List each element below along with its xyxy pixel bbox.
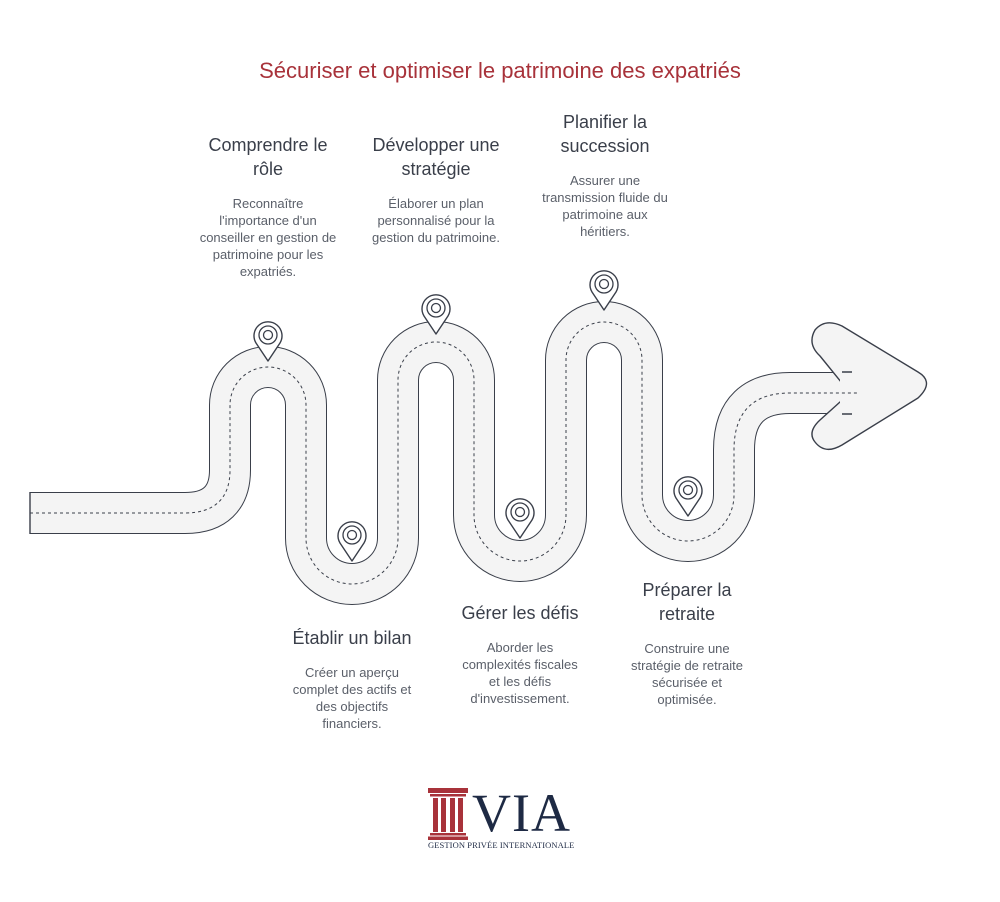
location-pin-icon	[253, 321, 283, 362]
road-center-dash	[30, 321, 858, 585]
page-title: Sécuriser et optimiser le patrimoine des…	[259, 58, 741, 83]
step-title: Comprendre le rôle	[208, 135, 328, 179]
step-title: Développer une stratégie	[372, 135, 500, 179]
location-pin-icon	[337, 521, 367, 562]
location-pin-icon	[673, 476, 703, 517]
step-description: Créer un aperçu complet des actifs et de…	[292, 665, 412, 731]
step-description: Aborder les complexités fiscales et les …	[462, 640, 578, 706]
logo-wordmark: VIA	[472, 783, 571, 843]
via-logo: VIA GESTION PRIVÉE INTERNATIONALE	[428, 786, 578, 856]
logo-tagline: GESTION PRIVÉE INTERNATIONALE	[428, 840, 575, 850]
column-icon	[428, 788, 468, 840]
step-title: Gérer les défis	[461, 603, 579, 623]
step-etablir-un-bilan: Établir un bilan Créer un aperçu complet…	[277, 626, 427, 732]
step-title: Planifier la succession	[560, 112, 650, 156]
location-pin-icon	[421, 294, 451, 335]
step-description: Assurer une transmission fluide du patri…	[542, 173, 668, 239]
step-description: Élaborer un plan personnalisé pour la ge…	[372, 196, 500, 245]
step-preparer-la-retraite: Préparer la retraite Construire une stra…	[612, 578, 762, 708]
step-developper-une-strategie: Développer une stratégie Élaborer un pla…	[360, 133, 512, 246]
step-gerer-les-defis: Gérer les défis Aborder les complexités …	[445, 601, 595, 707]
step-planifier-la-succession: Planifier la succession Assurer une tran…	[530, 110, 680, 240]
step-title: Préparer la retraite	[642, 580, 732, 624]
location-pin-icon	[589, 270, 619, 311]
step-description: Reconnaître l'importance d'un conseiller…	[199, 196, 337, 279]
road-surface	[30, 302, 880, 604]
location-pin-icon	[505, 498, 535, 539]
step-comprendre-le-role: Comprendre le rôle Reconnaître l'importa…	[195, 133, 341, 280]
step-description: Construire une stratégie de retraite séc…	[630, 641, 743, 707]
step-title: Établir un bilan	[292, 628, 412, 648]
